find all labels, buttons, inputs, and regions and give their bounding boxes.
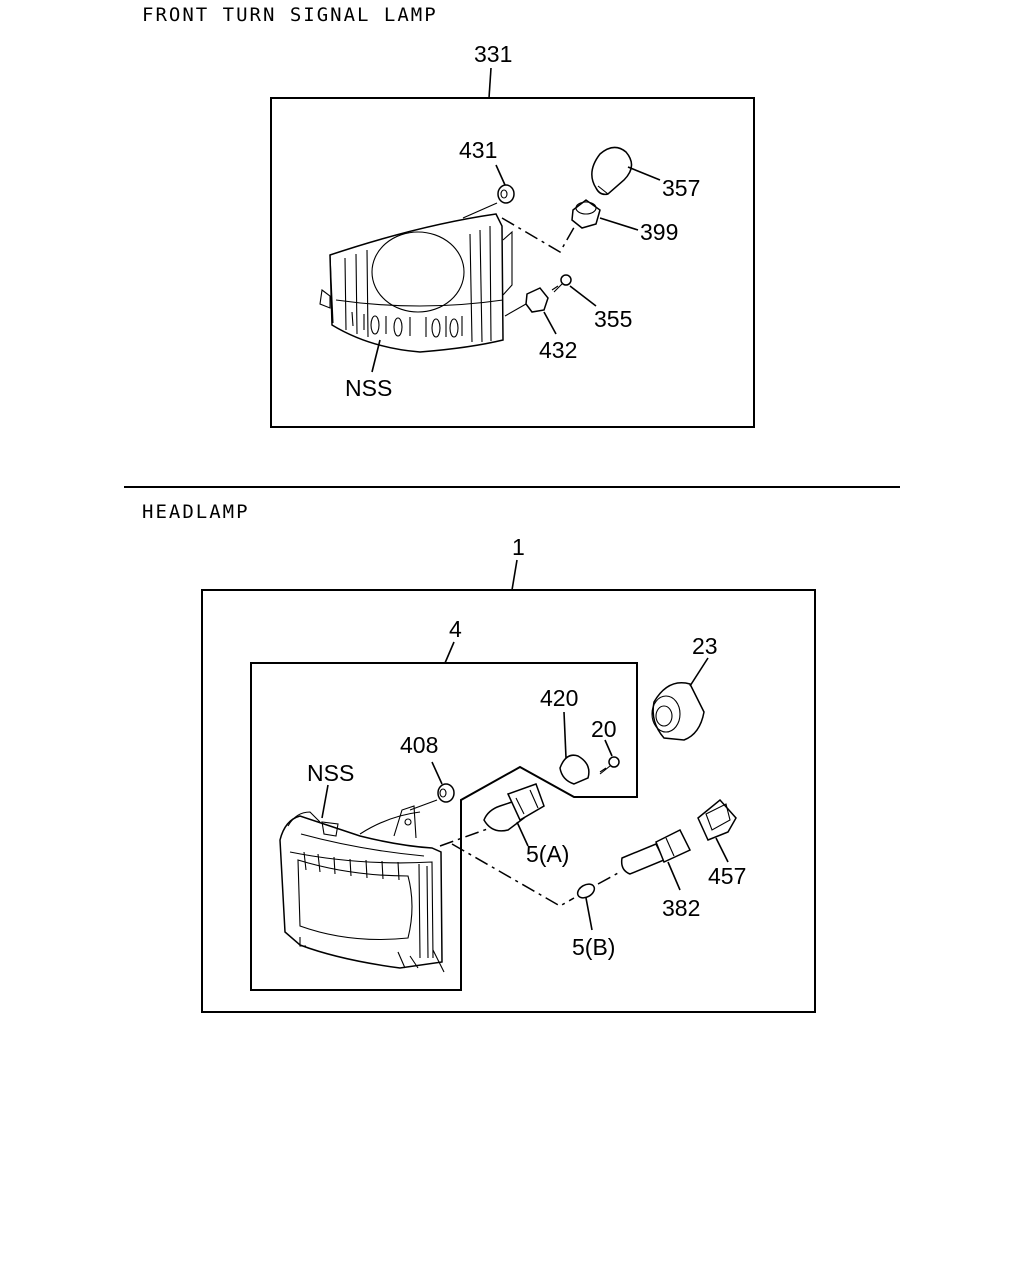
leader-nss-bottom xyxy=(321,784,329,819)
label-nss-top: NSS xyxy=(345,375,392,401)
label-5a: 5(A) xyxy=(526,841,569,867)
label-355: 355 xyxy=(594,306,632,332)
leader-355 xyxy=(569,285,597,307)
socket-399 xyxy=(571,199,601,229)
grommet-408 xyxy=(437,783,455,803)
grommet-431 xyxy=(497,184,515,204)
label-331: 331 xyxy=(474,41,512,67)
label-23: 23 xyxy=(692,633,718,659)
cover-23 xyxy=(651,682,705,741)
leader-nss-top xyxy=(371,339,381,373)
label-4: 4 xyxy=(449,616,462,642)
socket-457 xyxy=(697,798,737,841)
turn-signal-section-title: FRONT TURN SIGNAL LAMP xyxy=(142,4,438,26)
leader-4 xyxy=(444,641,455,664)
leader-20 xyxy=(604,739,613,757)
label-1: 1 xyxy=(512,534,525,560)
screw-20 xyxy=(599,756,620,775)
headlamp-unit-box xyxy=(250,662,638,991)
leader-431-to-housing xyxy=(462,202,498,219)
label-5b: 5(B) xyxy=(572,934,615,960)
screw-355 xyxy=(551,274,572,293)
headlamp-assembly-box xyxy=(201,589,816,1013)
bulb-5b xyxy=(576,883,596,899)
leader-408-to-housing xyxy=(409,799,438,811)
label-432: 432 xyxy=(539,337,577,363)
leader-23 xyxy=(689,657,709,687)
bulb-357 xyxy=(591,146,633,196)
bulb-382 xyxy=(620,828,692,875)
assembly-line-5b xyxy=(451,843,621,907)
assembly-line-5a xyxy=(439,827,491,847)
label-457: 457 xyxy=(708,863,746,889)
leader-399 xyxy=(599,217,639,231)
cap-420 xyxy=(559,754,590,785)
label-357: 357 xyxy=(662,175,700,201)
label-408: 408 xyxy=(400,732,438,758)
headlamp-section-title: HEADLAMP xyxy=(142,501,250,523)
headlamp-housing xyxy=(279,805,445,973)
label-20: 20 xyxy=(591,716,617,742)
leader-457 xyxy=(715,837,729,863)
label-nss-bottom: NSS xyxy=(307,760,354,786)
assembly-line-399 xyxy=(501,217,577,254)
clip-432 xyxy=(504,287,549,317)
leader-5a xyxy=(516,821,529,847)
leader-420 xyxy=(563,711,567,759)
leader-432 xyxy=(543,311,557,335)
turn-signal-assembly-box xyxy=(270,97,755,428)
leader-357 xyxy=(627,166,661,181)
label-382: 382 xyxy=(662,895,700,921)
leader-331 xyxy=(488,67,492,99)
label-431: 431 xyxy=(459,137,497,163)
label-399: 399 xyxy=(640,219,678,245)
leader-408 xyxy=(431,761,443,785)
leader-431 xyxy=(495,164,506,186)
bulb-5a xyxy=(483,783,545,832)
leader-1 xyxy=(511,559,518,591)
turn-signal-lamp-housing xyxy=(319,213,513,353)
leader-5b xyxy=(585,897,593,931)
leader-382 xyxy=(667,861,681,891)
label-420: 420 xyxy=(540,685,578,711)
